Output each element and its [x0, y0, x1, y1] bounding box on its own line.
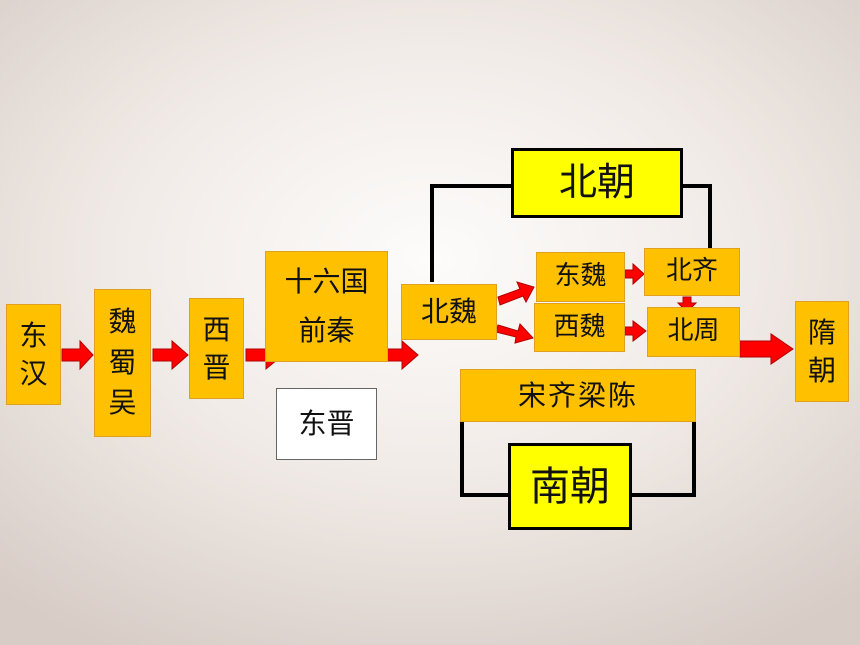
north-bracket-right-vertical — [708, 184, 712, 248]
dynasty-box-suichao: 隋 朝 — [795, 301, 849, 402]
dynasty-label-dongjin: 东晋 — [298, 407, 355, 441]
dynasty-box-dongwei: 东魏 — [536, 252, 625, 302]
dynasty-box-beiwei: 北魏 — [401, 284, 497, 340]
dynasty-label-suichao-1: 隋 — [807, 315, 836, 349]
dynasty-box-beiqi: 北齐 — [644, 248, 740, 296]
arrow-beiwei-to-dongwei — [497, 281, 535, 306]
dynasty-label-xiwei: 西魏 — [553, 311, 606, 342]
dynasty-label-shiliuguo: 十六国 — [284, 265, 369, 299]
arrow-weishuwu-to-xijin — [152, 339, 189, 371]
dynasty-box-beizhou: 北周 — [647, 307, 740, 357]
south-bracket-right-vertical — [692, 420, 696, 497]
dynasty-label-wei: 魏 — [108, 305, 137, 339]
group-box-beichao: 北朝 — [511, 148, 683, 218]
group-label-beichao: 北朝 — [558, 160, 635, 205]
south-bracket-bottom-right — [631, 493, 696, 497]
arrow-xiwei-to-beizhou — [624, 319, 647, 343]
north-bracket-top-left — [430, 184, 514, 188]
dynasty-label-beizhou: 北周 — [667, 316, 720, 347]
south-bracket-bottom-left — [460, 493, 510, 497]
arrow-beiwei-to-xiwei — [495, 323, 534, 344]
dynasty-label-donghan-1: 东 — [19, 318, 48, 352]
north-bracket-left-vertical — [430, 184, 434, 282]
arrow-dongwei-to-beiqi — [624, 262, 645, 286]
arrow-donghan-to-weishuwu — [61, 339, 94, 371]
dynasty-label-xijin-2: 晋 — [202, 350, 231, 384]
dynasty-label-wu: 吴 — [108, 386, 137, 420]
arrow-qianqin-to-beiwei — [383, 339, 419, 371]
dynasty-box-shiliuguo-qianqin: 十六国 前秦 — [265, 251, 388, 362]
dynasty-label-dongwei: 东魏 — [554, 261, 607, 292]
dynasty-label-suichao-2: 朝 — [807, 353, 836, 387]
group-box-songqiliangchen: 宋齐梁陈 — [460, 369, 696, 422]
south-bracket-left-vertical — [460, 420, 464, 497]
dynasty-label-beiwei: 北魏 — [420, 295, 477, 329]
arrow-beizhou-to-suichao — [739, 333, 794, 365]
dynasty-box-weishuwu: 魏 蜀 吴 — [94, 289, 151, 437]
group-box-nanchao: 南朝 — [508, 443, 632, 530]
north-bracket-top-right — [681, 184, 712, 188]
dynasty-box-donghan: 东 汉 — [6, 304, 61, 405]
group-label-nanchao: 南朝 — [530, 463, 610, 510]
dynasty-box-xijin: 西 晋 — [189, 298, 244, 399]
dynasty-box-xiwei: 西魏 — [534, 303, 625, 352]
dynasty-label-xijin-1: 西 — [202, 312, 231, 346]
dynasty-label-shu: 蜀 — [108, 345, 137, 379]
group-label-songqiliangchen: 宋齐梁陈 — [517, 378, 638, 412]
dynasty-label-donghan-2: 汉 — [19, 356, 48, 390]
dynasty-box-dongjin: 东晋 — [276, 388, 377, 460]
dynasty-label-beiqi: 北齐 — [665, 256, 718, 287]
dynasty-label-qianqin: 前秦 — [298, 313, 355, 347]
